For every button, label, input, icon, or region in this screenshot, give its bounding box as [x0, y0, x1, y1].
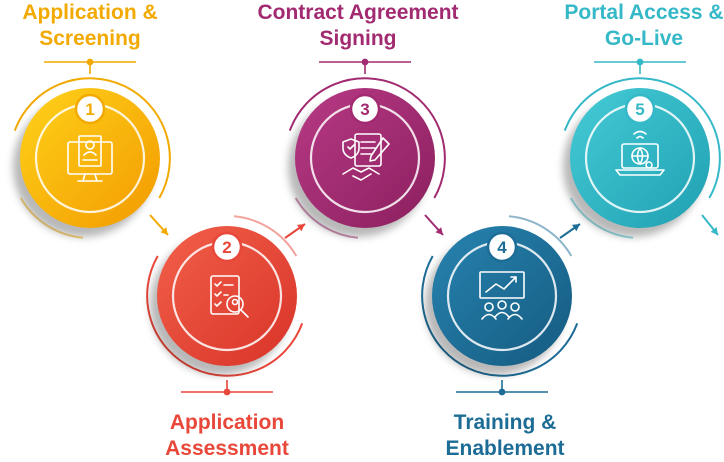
checklist-magnifier-icon [210, 275, 249, 318]
step-1-number: 1 [85, 100, 94, 119]
step-3-disk [295, 88, 435, 228]
step-4-badge [486, 231, 518, 263]
step-3-label-stem [319, 58, 411, 74]
step-3-title: Contract Agreement Signing [257, 1, 459, 50]
step-3-node: 3 [288, 77, 446, 239]
step-2-title: Application Assessment [165, 411, 289, 460]
step-2-disk [157, 226, 297, 366]
step-5-title: Portal Access & Go-Live [564, 1, 724, 50]
step-2-ring-accent [233, 215, 298, 257]
connector-arrow-4 [559, 223, 581, 239]
step-1-badge [74, 93, 106, 125]
step-4-number: 4 [497, 238, 507, 257]
step-3-number: 3 [360, 100, 369, 119]
step-4-label-stem [456, 380, 548, 396]
step-4-title: Training & Enablement [445, 411, 565, 460]
step-1-disk [20, 88, 160, 228]
step-1-outer-ring [13, 77, 171, 199]
step-5-node: 5 [563, 77, 721, 239]
connector-arrow-1 [149, 214, 169, 236]
step-2-badge [211, 231, 243, 263]
laptop-globe-icon [615, 130, 665, 176]
desktop-document-icon [67, 135, 113, 182]
connector-arrow-5 [701, 214, 719, 236]
step-5-disk [570, 88, 710, 228]
step-1-label-stem [44, 58, 136, 74]
step-3-outer-ring [288, 77, 446, 199]
contract-handshake-icon [342, 133, 390, 181]
step-5-label-stem [594, 58, 686, 74]
connector-arrow-2 [284, 223, 306, 239]
connector-arrow-3 [424, 214, 444, 236]
step-2-node: 2 [146, 215, 304, 377]
step-3-badge [349, 93, 381, 125]
step-1-title: Application & Screening [22, 1, 158, 50]
step-5-badge [624, 93, 656, 125]
step-5-number: 5 [635, 100, 644, 119]
step-1-node: 1 [13, 77, 171, 239]
step-4-ring-accent [508, 215, 573, 257]
step-2-label-stem [181, 380, 273, 396]
step-2-number: 2 [222, 238, 231, 257]
presentation-training-icon [479, 271, 525, 320]
step-4-node: 4 [421, 215, 579, 377]
step-4-disk [432, 226, 572, 366]
step-5-outer-ring [563, 77, 721, 199]
